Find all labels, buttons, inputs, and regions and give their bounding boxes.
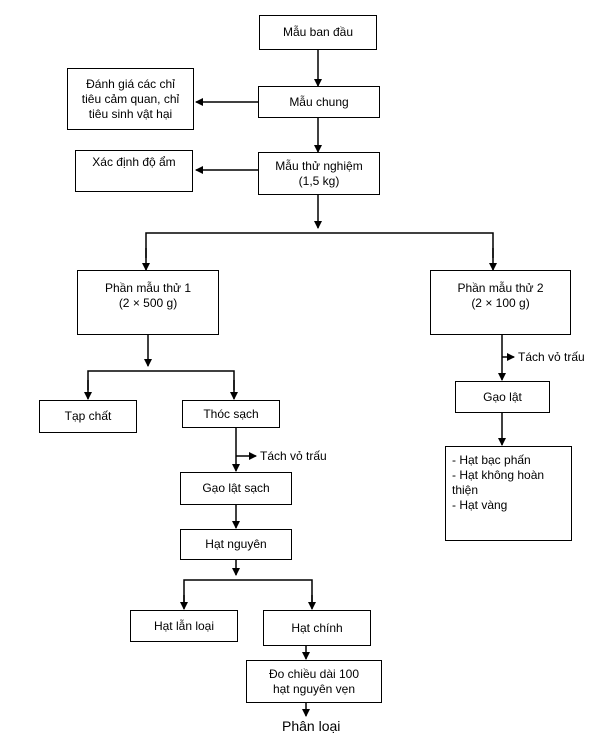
test-sample-line-1: Mẫu thử nghiệm	[275, 158, 363, 173]
mixed-grains-box: Hạt lẫn loại	[130, 610, 238, 642]
impurities-box: Tạp chất	[39, 400, 137, 433]
clean-paddy-box: Thóc sạch	[182, 400, 280, 428]
sensory-eval-line-1: Đánh giá các chỉ	[86, 76, 175, 91]
main-grains-text: Hạt chính	[291, 620, 343, 635]
whole-grain-text: Hạt nguyên	[205, 537, 267, 551]
clean-brown-rice-text: Gạo lật sạch	[202, 481, 270, 495]
grain-defects-line-1: - Hạt bạc phấn	[452, 453, 531, 467]
brown-rice-box: Gạo lật	[455, 381, 550, 413]
moisture-text: Xác định độ ẩm	[92, 155, 176, 169]
grain-defects-line-2: - Hạt không hoàn	[452, 468, 545, 482]
mixed-grains-text: Hạt lẫn loại	[153, 618, 215, 633]
grain-defects-line-4: - Hạt vàng	[452, 498, 508, 512]
portion1-line-2: (2 × 500 g)	[118, 296, 178, 310]
sensory-eval-line-2: tiêu cảm quan, chỉ	[81, 91, 180, 106]
portion1-line-1: Phần mẫu thử 1	[104, 281, 192, 295]
portion2-box: Phần mẫu thử 2 (2 × 100 g)	[430, 270, 571, 335]
grain-defects-box: - Hạt bạc phấn - Hạt không hoàn thiện - …	[445, 446, 572, 541]
common-sample-box: Mẫu chung	[258, 86, 380, 118]
husk-removal-label-2: Tách vỏ trấu	[518, 350, 585, 364]
initial-sample-box: Mẫu ban đầu	[259, 15, 377, 50]
portion2-line-2: (2 × 100 g)	[471, 296, 530, 310]
sensory-eval-box: Đánh giá các chỉ tiêu cảm quan, chỉ tiêu…	[67, 68, 194, 130]
brown-rice-text: Gạo lật	[483, 389, 522, 404]
main-grains-box: Hạt chính	[263, 610, 371, 646]
whole-grain-box: Hạt nguyên	[180, 529, 292, 560]
initial-sample-text: Mẫu ban đầu	[282, 25, 354, 39]
measure-length-line-1: Đo chiều dài 100	[268, 666, 360, 681]
impurities-text: Tạp chất	[64, 409, 112, 423]
common-sample-text: Mẫu chung	[289, 94, 349, 109]
classification-label: Phân loại	[282, 718, 341, 734]
portion2-line-1: Phần mẫu thử 2	[457, 281, 544, 295]
test-sample-line-2: (1,5 kg)	[298, 173, 340, 188]
test-sample-box: Mẫu thử nghiệm (1,5 kg)	[258, 152, 380, 195]
clean-paddy-text: Thóc sạch	[203, 406, 259, 421]
measure-length-line-2: hạt nguyên vẹn	[272, 681, 356, 696]
portion1-box: Phần mẫu thử 1 (2 × 500 g)	[77, 270, 219, 335]
husk-removal-label-1: Tách vỏ trấu	[260, 449, 327, 463]
split-portions	[145, 232, 494, 258]
clean-brown-rice-box: Gạo lật sạch	[180, 472, 292, 505]
moisture-box: Xác định độ ẩm	[75, 150, 193, 192]
sensory-eval-line-3: tiêu sinh vật hại	[88, 106, 173, 121]
split-portion1	[87, 370, 235, 390]
measure-length-box: Đo chiều dài 100 hạt nguyên vẹn	[246, 660, 382, 703]
grain-defects-line-3: thiện	[452, 483, 479, 497]
split-whole	[183, 579, 313, 605]
